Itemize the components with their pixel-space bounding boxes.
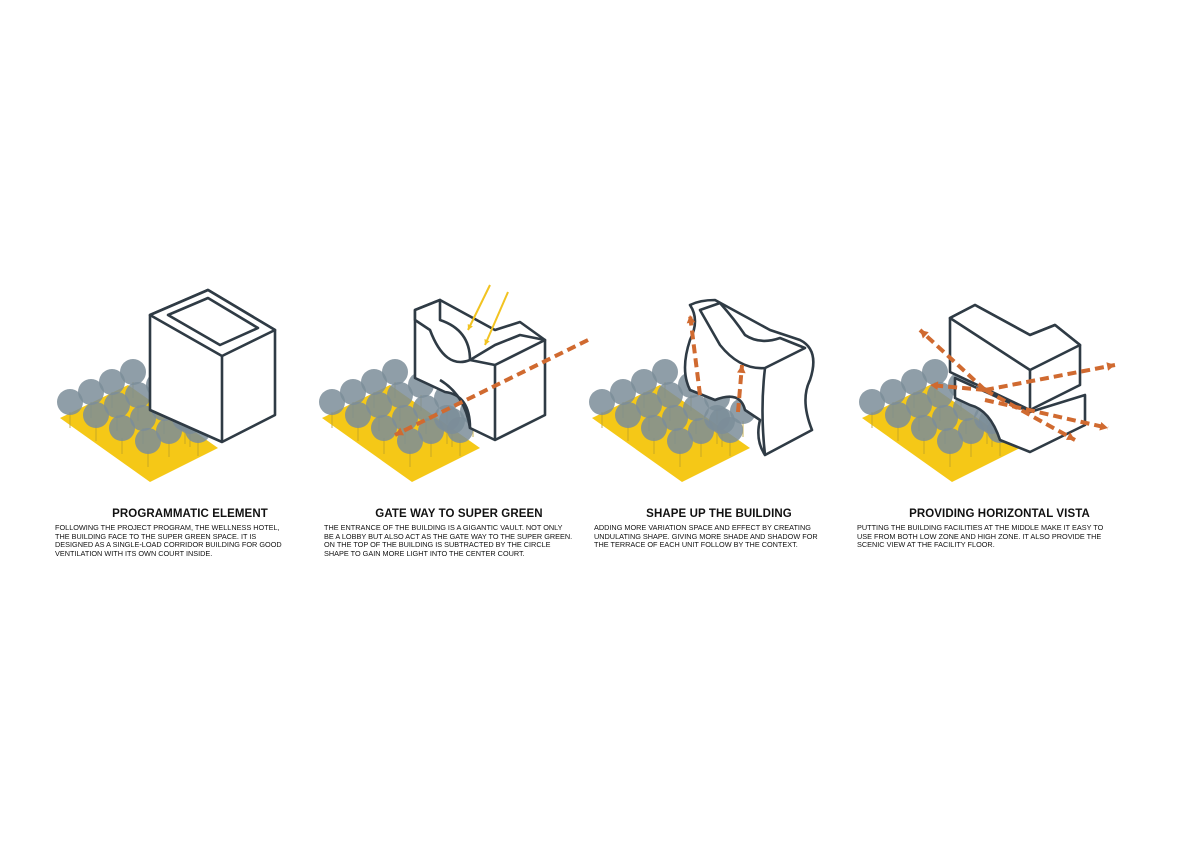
tree-icon xyxy=(135,428,161,454)
tree-icon xyxy=(901,369,927,395)
vista-arrow xyxy=(984,363,1116,392)
panel-horizontal-vista: PROVIDING HORIZONTAL VISTA PUTTING THE B… xyxy=(857,508,1142,550)
tree-icon xyxy=(667,428,693,454)
tree-icon xyxy=(109,415,135,441)
tree-icon xyxy=(57,389,83,415)
vista-arrow-head xyxy=(930,381,939,391)
panel-horizontal-vista-illustration xyxy=(859,303,1116,482)
tree-icon xyxy=(688,418,714,444)
tree-icon xyxy=(937,428,963,454)
tree-icon xyxy=(345,402,371,428)
vista-arrow-head xyxy=(920,330,929,339)
tree-icon xyxy=(657,382,683,408)
court-opening xyxy=(166,296,260,347)
vista-arrow xyxy=(984,388,1076,442)
tree-icon xyxy=(662,405,688,431)
tree-icon xyxy=(932,405,958,431)
tree-icon xyxy=(631,369,657,395)
building-roof xyxy=(698,301,807,370)
panel-description: PUTTING THE BUILDING FACILITIES AT THE M… xyxy=(857,523,1104,550)
entry-arrow-head xyxy=(395,427,404,436)
sunlight-arrow xyxy=(484,291,509,346)
tree-icon xyxy=(104,392,130,418)
tree-icon xyxy=(641,415,667,441)
tree-icon xyxy=(717,417,743,443)
vista-up-arrow-head xyxy=(686,315,696,324)
tree-icon xyxy=(156,418,182,444)
sunlight-arrow-head xyxy=(484,339,490,345)
vault-arch xyxy=(439,378,472,429)
panel-gateway: GATE WAY TO SUPER GREEN THE ENTRANCE OF … xyxy=(324,508,594,558)
panel-title: GATE WAY TO SUPER GREEN xyxy=(375,508,543,520)
tree-icon xyxy=(83,402,109,428)
tree-icon xyxy=(906,392,932,418)
tree-icon xyxy=(885,402,911,428)
panel-programmatic-element: PROGRAMMATIC ELEMENT FOLLOWING THE PROJE… xyxy=(55,508,325,558)
sunlight-arrow xyxy=(467,284,491,331)
vista-up-arrow xyxy=(736,364,744,413)
tree-icon xyxy=(911,415,937,441)
tree-icon xyxy=(366,392,392,418)
tree-icon xyxy=(361,369,387,395)
panel-shape-up: SHAPE UP THE BUILDING ADDING MORE VARIAT… xyxy=(594,508,844,550)
building-roof xyxy=(413,298,547,367)
tree-icon xyxy=(99,369,125,395)
panel-description: THE ENTRANCE OF THE BUILDING IS A GIGANT… xyxy=(324,523,573,558)
tree-icon xyxy=(387,382,413,408)
tree-icon xyxy=(958,418,984,444)
tree-icon xyxy=(340,379,366,405)
panel-gateway-illustration xyxy=(319,284,589,482)
vista-arrow xyxy=(929,383,986,392)
tree-icon xyxy=(319,389,345,415)
tree-icon xyxy=(130,405,156,431)
tree-icon xyxy=(652,359,678,385)
panel-title: PROVIDING HORIZONTAL VISTA xyxy=(909,508,1090,520)
tree-icon xyxy=(636,392,662,418)
tree-icon xyxy=(880,379,906,405)
tree-icon xyxy=(418,418,444,444)
sunlight-arrow-head xyxy=(467,324,473,330)
tree-icon xyxy=(392,405,418,431)
tree-icon xyxy=(78,379,104,405)
entry-arrow xyxy=(394,338,589,437)
tree-icon xyxy=(922,359,948,385)
panel-title: PROGRAMMATIC ELEMENT xyxy=(112,508,268,520)
tree-icon xyxy=(927,382,953,408)
panel-description: FOLLOWING THE PROJECT PROGRAM, THE WELLN… xyxy=(55,523,282,558)
tree-icon xyxy=(120,359,146,385)
vista-arrow xyxy=(918,328,987,392)
vista-arrow-head xyxy=(1106,362,1115,371)
panel-shape-up-illustration xyxy=(589,298,815,482)
panel-description: ADDING MORE VARIATION SPACE AND EFFECT B… xyxy=(594,523,818,550)
lower-block xyxy=(953,376,1087,454)
building-edge xyxy=(761,367,767,456)
tree-icon xyxy=(859,389,885,415)
tree-icon xyxy=(615,402,641,428)
tree-icon xyxy=(610,379,636,405)
tree-icon xyxy=(125,382,151,408)
vista-arrow-head xyxy=(1099,422,1108,431)
tree-icon xyxy=(447,417,473,443)
tree-icon xyxy=(382,359,408,385)
panel-programmatic-element-illustration xyxy=(57,288,277,482)
vista-up-arrow-head xyxy=(737,365,746,374)
tree-icon xyxy=(683,395,709,421)
panel-title: SHAPE UP THE BUILDING xyxy=(646,508,792,520)
vista-arrow xyxy=(984,398,1109,430)
tree-icon xyxy=(589,389,615,415)
vista-arrow-head xyxy=(1066,432,1075,440)
tree-icon xyxy=(371,415,397,441)
